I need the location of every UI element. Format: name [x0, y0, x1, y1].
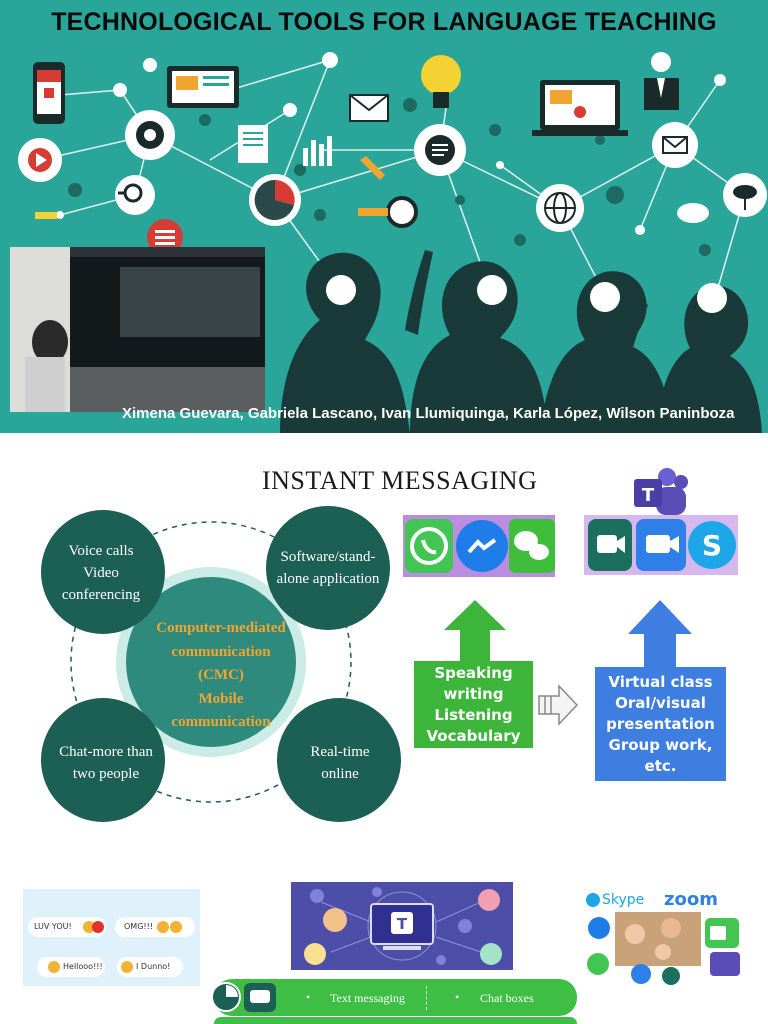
- outer-dashed-ring: [70, 521, 352, 803]
- zoom-logo-text: zoom: [664, 889, 718, 910]
- communication-modes-bar: • Text messaging • Chat boxes: [211, 979, 577, 1016]
- title-banner: TECHNOLOGICAL TOOLS FOR LANGUAGE TEACHIN…: [0, 0, 768, 433]
- circle-real-time: [277, 698, 401, 822]
- bar-bullet: •: [306, 990, 311, 1004]
- circle-label-real-time: Real-time online: [310, 744, 370, 782]
- whatsapp-icon: [405, 519, 453, 573]
- section-title: INSTANT MESSAGING: [262, 466, 538, 495]
- bubble-text: I Dunno!: [136, 962, 171, 971]
- skype-logo-text: Skype: [602, 892, 645, 908]
- text-messaging-label: Text messaging: [330, 991, 405, 1005]
- google-meet-icon: [588, 519, 632, 571]
- circle-label-chat: Chat-more than two people: [59, 744, 153, 782]
- svg-text:S: S: [702, 529, 722, 562]
- page-title: TECHNOLOGICAL TOOLS FOR LANGUAGE TEACHIN…: [51, 8, 717, 36]
- bubble-text: LUV YOU!: [34, 922, 72, 931]
- green-up-arrow: [444, 600, 506, 662]
- cmc-diagram: [41, 506, 401, 822]
- center-label-cmc: Computer-mediated communication (CMC) Mo…: [156, 620, 286, 730]
- teams-icon: T: [634, 468, 688, 515]
- svg-text:T: T: [397, 915, 408, 933]
- blue-up-arrow: [628, 600, 692, 668]
- circle-label-software: Software/stand- alone application: [276, 549, 380, 587]
- circle-voice-calls: [41, 510, 165, 634]
- bar-continuation: [214, 1017, 577, 1024]
- technology-network-illustration: [18, 52, 767, 433]
- circle-software: [266, 506, 390, 630]
- bar-bullet: •: [455, 990, 460, 1004]
- authors-line: Ximena Guevara, Gabriela Lascano, Ivan L…: [122, 405, 735, 422]
- classroom-photo: [10, 247, 265, 412]
- circle-chat: [41, 698, 165, 822]
- skype-icon: S: [688, 521, 736, 569]
- zoom-icon: [636, 519, 686, 571]
- activities-box: Virtual class Oral/visual presentation G…: [595, 667, 726, 781]
- chat-boxes-label: Chat boxes: [480, 991, 534, 1005]
- svg-text:T: T: [642, 485, 655, 506]
- wechat-icon: [509, 519, 555, 573]
- video-apps-strip: S: [584, 515, 738, 575]
- video-apps-collage: Skype zoom: [583, 888, 755, 988]
- bubble-text: OMG!!!: [124, 922, 154, 931]
- messenger-icon: [456, 520, 508, 572]
- skills-box: Speaking writing Listening Vocabulary: [414, 661, 533, 748]
- center-circle: [126, 577, 296, 747]
- chat-bubbles-image: LUV YOU! OMG!!! Hellooo!!! I Dunno!: [23, 889, 200, 986]
- circle-label-voice: Voice calls Video conferencing: [61, 543, 141, 603]
- right-arrow: [538, 684, 579, 726]
- teams-meeting-illustration: T: [291, 882, 513, 970]
- messaging-apps-strip: [403, 515, 555, 577]
- bar-divider: [426, 986, 428, 1010]
- bubble-text: Hellooo!!!: [63, 962, 103, 971]
